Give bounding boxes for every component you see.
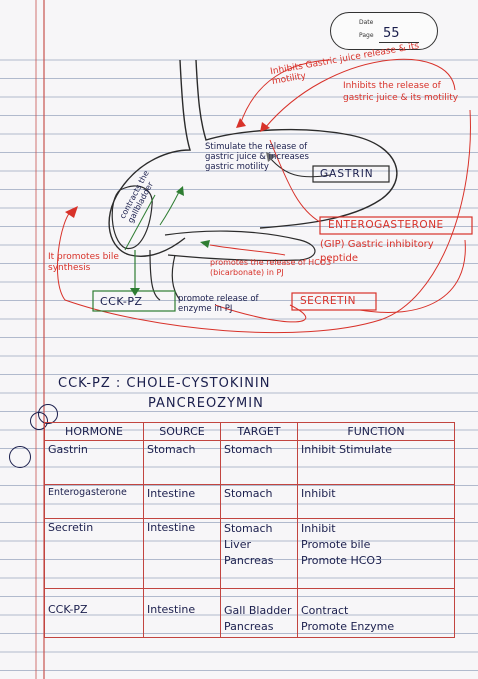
gip-label: (GIP) Gastric inhibitory peptide [320, 239, 434, 264]
stimulate-release-label: Stimulate the release of gastric juice &… [205, 142, 309, 172]
table-row: CCK-PZ Intestine Gall Bladder Pancreas C… [44, 588, 455, 638]
source-cell: Intestine [143, 588, 221, 638]
function-cell: Inhibit Promote bile Promote HCO3 [297, 518, 455, 589]
target-line: Pancreas [224, 554, 274, 567]
table-row: Gastrin Stomach Stomach Inhibit Stimulat… [44, 440, 455, 485]
promotes-hco3-label: promotes the release of HCO3 (bicarbonat… [210, 258, 332, 277]
target-cell: Stomach Liver Pancreas [220, 518, 298, 589]
gastrin-box: GASTRIN [320, 168, 374, 180]
header-function: FUNCTION [297, 422, 455, 441]
target-cell: Stomach [220, 484, 298, 519]
target-line: Stomach [224, 522, 273, 535]
source-cell: Intestine [143, 518, 221, 589]
target-line: Liver [224, 538, 251, 551]
cck-pz-expansion-line1: CCK-PZ : CHOLE-CYSTOKININ [58, 376, 271, 391]
function-cell: Contract Promote Enzyme [297, 588, 455, 638]
date-label: Date [359, 19, 374, 26]
hormone-table: HORMONE SOURCE TARGET FUNCTION Gastrin S… [44, 422, 455, 638]
circle-mark-2 [30, 412, 48, 430]
date-page-box: Date Page 55 [330, 12, 438, 50]
source-cell: Intestine [143, 484, 221, 519]
promotes-bile-label: It promotes bile synthesis [48, 252, 119, 273]
header-target: TARGET [220, 422, 298, 441]
source-cell: Stomach [143, 440, 221, 485]
promote-enzyme-label: promote release of enzyme in PJ [178, 294, 259, 314]
table-header-row: HORMONE SOURCE TARGET FUNCTION [44, 422, 455, 441]
target-cell: Gall Bladder Pancreas [220, 588, 298, 638]
function-cell: Inhibit [297, 484, 455, 519]
page-number: 55 [383, 26, 400, 41]
hormone-cell: Enterogasterone [44, 484, 144, 519]
target-line: Gall Bladder [224, 604, 292, 617]
target-cell: Stomach [220, 440, 298, 485]
table-row: Enterogasterone Intestine Stomach Inhibi… [44, 484, 455, 519]
inhibits-release-label: Inhibits the release of gastric juice & … [343, 81, 459, 103]
hormone-cell: Gastrin [44, 440, 144, 485]
enterogastrone-box: ENTEROGASTERONE [328, 219, 444, 231]
digestive-hormone-diagram [56, 58, 473, 334]
page-label: Page [359, 32, 374, 39]
function-line: Promote bile [301, 538, 371, 551]
hormone-cell: CCK-PZ [44, 588, 144, 638]
header-source: SOURCE [143, 422, 221, 441]
function-line: Promote Enzyme [301, 620, 395, 633]
function-line: Inhibit [301, 522, 336, 535]
function-line: Promote HCO3 [301, 554, 383, 567]
cck-pz-box: CCK-PZ [100, 295, 143, 308]
target-line: Pancreas [224, 620, 274, 633]
table-row: Secretin Intestine Stomach Liver Pancrea… [44, 518, 455, 589]
function-line: Contract [301, 604, 349, 617]
secretin-box: SECRETIN [300, 295, 356, 307]
cck-pz-expansion-line2: PANCREOZYMIN [148, 396, 264, 411]
hormone-cell: Secretin [44, 518, 144, 589]
header-hormone: HORMONE [44, 422, 144, 441]
circle-mark-3 [9, 446, 31, 468]
function-cell: Inhibit Stimulate [297, 440, 455, 485]
